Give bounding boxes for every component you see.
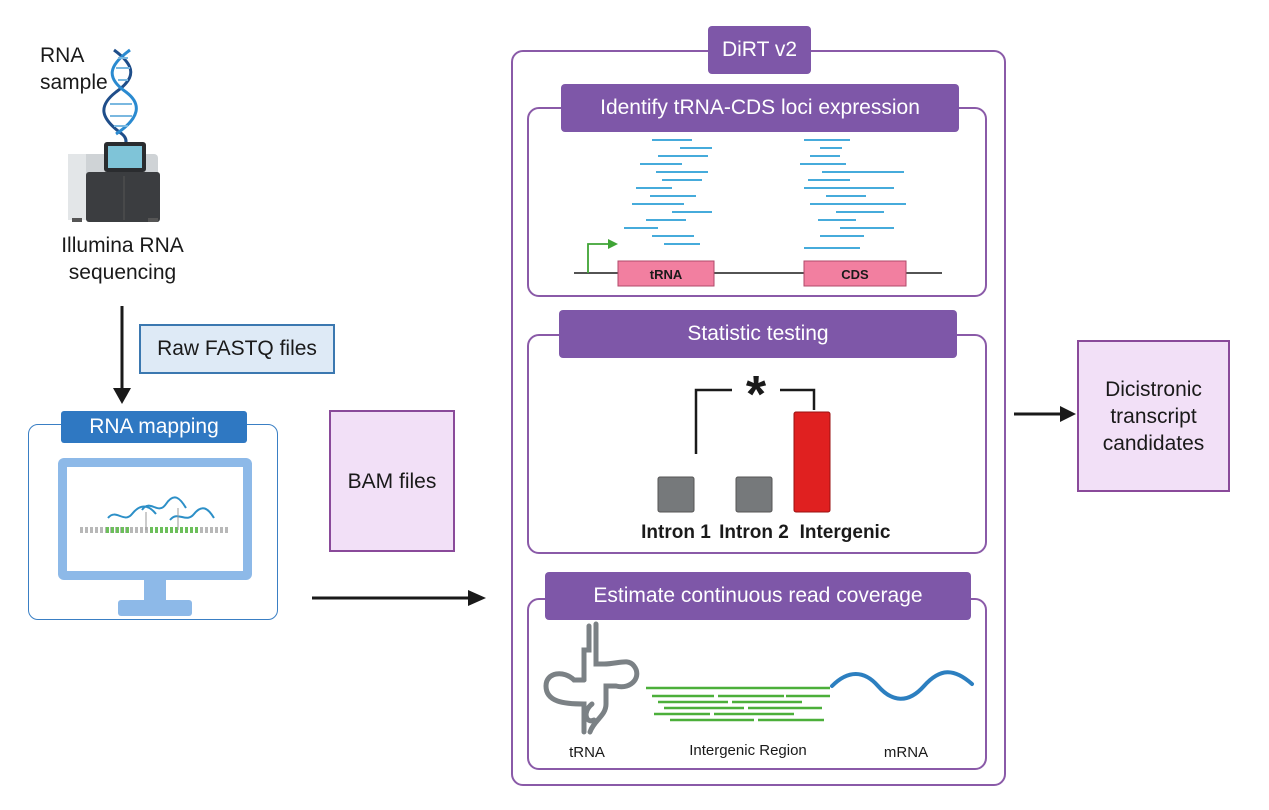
step1-title: Identify tRNA-CDS loci expression: [561, 84, 959, 132]
sequencer-icon: [68, 142, 160, 222]
label-intergenic-region: Intergenic Region: [689, 742, 807, 759]
dicistronic-candidates-box: Dicistronic transcript candidates: [1077, 340, 1230, 492]
raw-fastq-files-box: Raw FASTQ files: [139, 324, 335, 374]
right-arrow-icon: [312, 590, 486, 606]
statistic-test-figure: * Intron 1 Intron 2 Intergenic: [641, 366, 891, 543]
read-coverage-figure: tRNA Intergenic Region mRNA: [543, 621, 974, 761]
bar-intron1: [657, 476, 695, 513]
label-trna: tRNA: [569, 744, 605, 761]
monitor-icon: [58, 458, 252, 616]
significance-star: *: [746, 366, 767, 424]
down-arrow-icon: [113, 306, 131, 404]
rna-mapping-title: RNA mapping: [61, 411, 247, 443]
bar-label-intron2: Intron 2: [719, 522, 789, 543]
bar-label-intergenic: Intergenic: [800, 522, 891, 543]
bam-files-box: BAM files: [329, 410, 455, 552]
bar-intergenic: [793, 411, 831, 513]
gene-label-trna: tRNA: [650, 267, 683, 282]
step2-title: Statistic testing: [559, 310, 957, 358]
dirt-v2-title: DiRT v2: [708, 26, 811, 74]
dna-helix-icon: [102, 48, 138, 148]
rna-sample-label: RNA sample: [40, 44, 108, 94]
step3-title: Estimate continuous read coverage: [545, 572, 971, 620]
loci-expression-figure: tRNA CDS: [574, 139, 942, 287]
label-mrna: mRNA: [884, 744, 928, 761]
gene-label-cds: CDS: [841, 267, 869, 282]
sequencer-label: Illumina RNA sequencing: [61, 234, 184, 284]
output-arrow-icon: [1014, 406, 1076, 422]
bar-intron2: [735, 476, 773, 513]
bar-label-intron1: Intron 1: [641, 522, 711, 543]
